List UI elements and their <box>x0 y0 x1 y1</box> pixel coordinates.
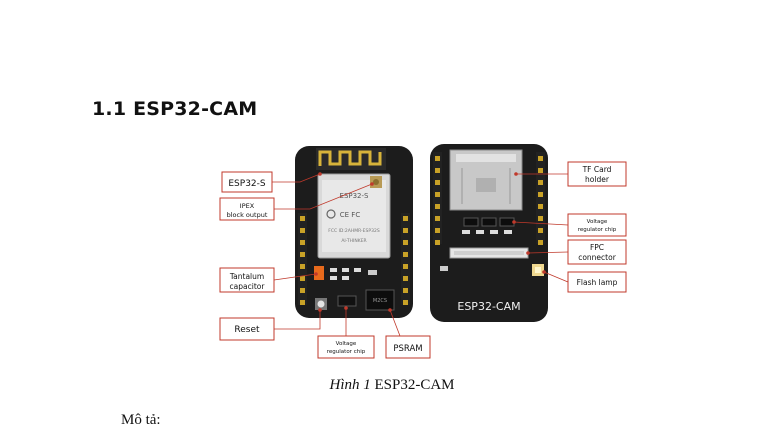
description-label: Mô tả: <box>121 412 161 428</box>
callout-fpc-line1: FPC <box>590 243 604 252</box>
callout-tf-card-line2: holder <box>585 175 610 184</box>
back-board-silkscreen: ESP32-CAM <box>457 300 520 313</box>
esp32-s-module: ESP32-S CE FC FCC ID:2AHMR-ESP32S AI-THI… <box>317 173 391 259</box>
callout-flash-lamp-label: Flash lamp <box>577 278 618 287</box>
callout-ipex: IPEX block output <box>219 182 374 221</box>
callout-back-regulator-line1: Voltage <box>587 219 608 225</box>
callout-reset-label: Reset <box>234 325 260 335</box>
callout-flash-lamp: Flash lamp <box>542 270 627 293</box>
svg-text:CE FC: CE FC <box>340 211 361 219</box>
callout-front-regulator: Voltage regulator chip <box>317 306 375 359</box>
callout-tantalum-line2: capacitor <box>230 282 266 291</box>
figure-caption: Hình 1 ESP32-CAM <box>0 377 784 394</box>
back-right-pin-header <box>536 152 545 245</box>
psram-chip-silkscreen: M2CS <box>373 298 387 304</box>
callout-tantalum: Tantalum capacitor <box>219 267 318 293</box>
fpc-connector <box>449 247 529 259</box>
callout-back-regulator-line2: regulator chip <box>578 227 617 233</box>
callout-ipex-line2: block output <box>227 211 268 219</box>
callout-fpc: FPC connector <box>526 239 627 265</box>
callout-fpc-line2: connector <box>578 253 616 262</box>
svg-text:AI-THINKER: AI-THINKER <box>341 238 366 244</box>
callout-back-regulator: Voltage regulator chip <box>512 213 627 237</box>
callout-front-regulator-line1: Voltage <box>336 341 357 347</box>
ipex-connector <box>370 176 382 188</box>
callout-psram: PSRAM <box>385 308 431 359</box>
module-name-silkscreen: ESP32-S <box>340 192 370 200</box>
front-board: ESP32-S CE FC FCC ID:2AHMR-ESP32S AI-THI… <box>295 146 413 318</box>
front-left-pin-header <box>298 213 307 305</box>
callout-front-regulator-line2: regulator chip <box>327 349 366 355</box>
callout-esp32s-label: ESP32-S <box>228 179 266 189</box>
callout-tf-card-line1: TF Card <box>582 165 612 174</box>
callout-psram-label: PSRAM <box>393 344 422 354</box>
callout-tantalum-line1: Tantalum <box>229 272 264 281</box>
module-fcc-silkscreen: FCC ID:2AHMR-ESP32S <box>328 228 380 234</box>
figure-caption-text: ESP32-CAM <box>370 377 455 393</box>
section-heading: 1.1 ESP32-CAM <box>92 98 258 120</box>
back-left-pin-header <box>433 152 442 245</box>
figure-caption-prefix: Hình 1 <box>329 377 371 393</box>
callout-ipex-line1: IPEX <box>240 202 255 210</box>
tf-card-holder <box>449 149 523 211</box>
flash-lamp <box>532 264 544 276</box>
back-voltage-regulators <box>462 217 515 234</box>
callout-esp32s: ESP32-S <box>221 171 322 193</box>
front-right-pin-header <box>401 213 410 305</box>
psram-chip: M2CS <box>365 289 395 311</box>
esp32-cam-figure: ESP32-S CE FC FCC ID:2AHMR-ESP32S AI-THI… <box>200 138 640 370</box>
tantalum-capacitor <box>314 266 324 280</box>
callout-tf-card: TF Card holder <box>514 161 627 187</box>
reset-button <box>315 298 327 310</box>
pcb-antenna <box>316 148 386 170</box>
back-board: ESP32-CAM <box>430 144 548 322</box>
front-voltage-regulator <box>337 295 357 307</box>
callout-reset: Reset <box>219 308 322 341</box>
